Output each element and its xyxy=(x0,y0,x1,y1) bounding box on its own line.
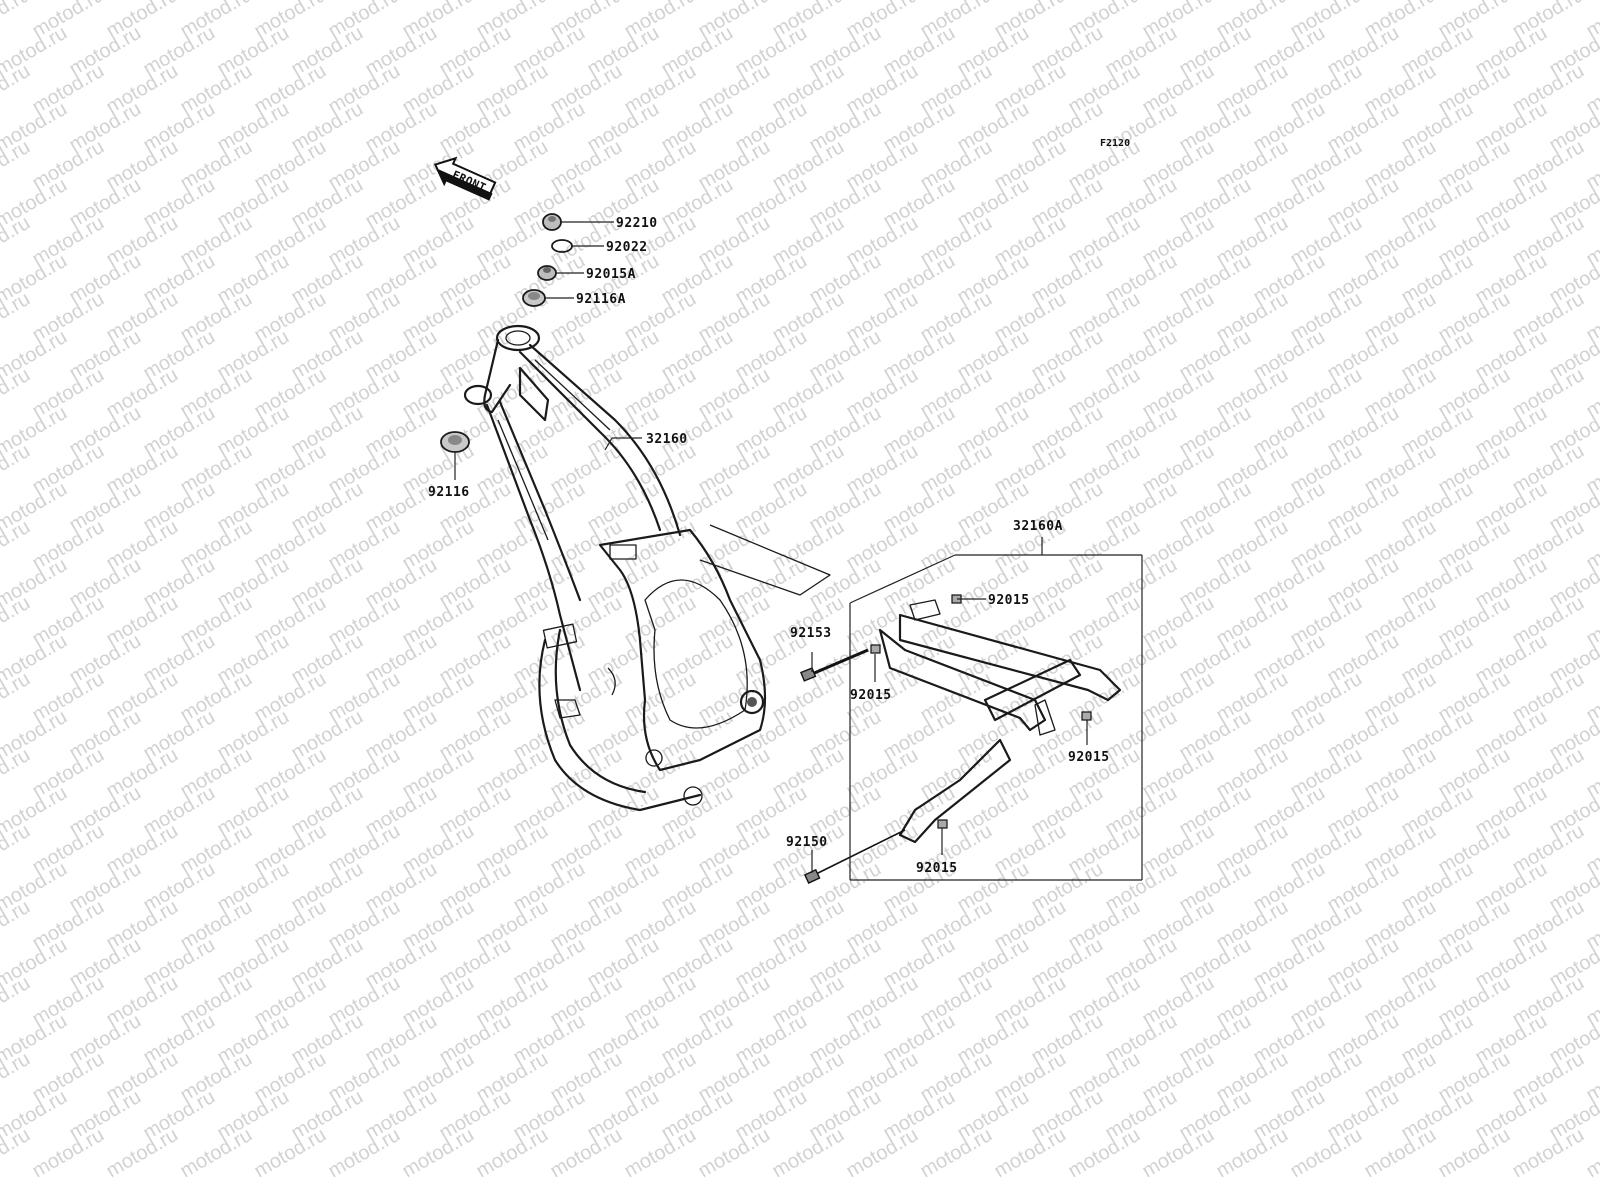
watermark-text: motod.ru xyxy=(29,1124,108,1183)
callout-92015-right: 92015 xyxy=(1068,750,1110,765)
diagram-code: F2120 xyxy=(1100,138,1130,149)
callout-92153: 92153 xyxy=(790,626,832,641)
watermark-text: motod.ru xyxy=(1435,1124,1514,1183)
watermark-text: motod.ru xyxy=(1361,1124,1440,1183)
callout-92015A: 92015A xyxy=(586,267,636,282)
callout-92150: 92150 xyxy=(786,835,828,850)
watermark-text: motod.ru xyxy=(547,1124,626,1183)
callout-92210: 92210 xyxy=(616,216,658,231)
watermark-text: motod.ru xyxy=(325,1124,404,1183)
callout-92116A: 92116A xyxy=(576,292,626,307)
watermark-text: motod.ru xyxy=(103,1124,182,1183)
callout-92022: 92022 xyxy=(606,240,648,255)
watermark-text: motod.ru xyxy=(1509,1124,1588,1183)
watermark-text: motod.ru xyxy=(695,1124,774,1183)
callout-92015-left: 92015 xyxy=(850,688,892,703)
callout-92015-bottom: 92015 xyxy=(916,861,958,876)
watermark-text: motod.ru xyxy=(769,1124,848,1183)
watermark-text: motod.ru xyxy=(843,1124,922,1183)
watermark-text: motod.ru xyxy=(1213,1124,1292,1183)
watermark-text: motod.ru xyxy=(399,1124,478,1183)
bolt-92015-c-icon xyxy=(1081,711,1092,721)
bolt-92015-b-icon xyxy=(870,644,881,654)
nut-92015A-icon xyxy=(537,265,557,281)
bearing-92116A-icon xyxy=(522,289,546,307)
watermark-text: motod.ru xyxy=(621,1124,700,1183)
watermark-text: motod.ru xyxy=(251,1124,330,1183)
callout-32160: 32160 xyxy=(646,432,688,447)
callout-32160A: 32160A xyxy=(1013,519,1063,534)
watermark-text: motod.ru xyxy=(1583,1124,1600,1183)
bolt-92015-d-icon xyxy=(937,819,948,829)
watermark-text: motod.ru xyxy=(991,1124,1070,1183)
nut-92210-icon xyxy=(542,213,562,231)
callout-92116: 92116 xyxy=(428,485,470,500)
watermark-text: motod.ru xyxy=(473,1124,552,1183)
watermark-text: motod.ru xyxy=(1139,1124,1218,1183)
watermark-text: motod.ru xyxy=(0,0,34,42)
callout-92015-top: 92015 xyxy=(988,593,1030,608)
bearing-92116-icon xyxy=(440,431,470,453)
watermark-text: motod.ru xyxy=(1287,1124,1366,1183)
watermark-text: motod.ru xyxy=(917,1124,996,1183)
watermark-text: motod.ru xyxy=(177,1124,256,1183)
watermark-text: motod.ru xyxy=(1065,1124,1144,1183)
